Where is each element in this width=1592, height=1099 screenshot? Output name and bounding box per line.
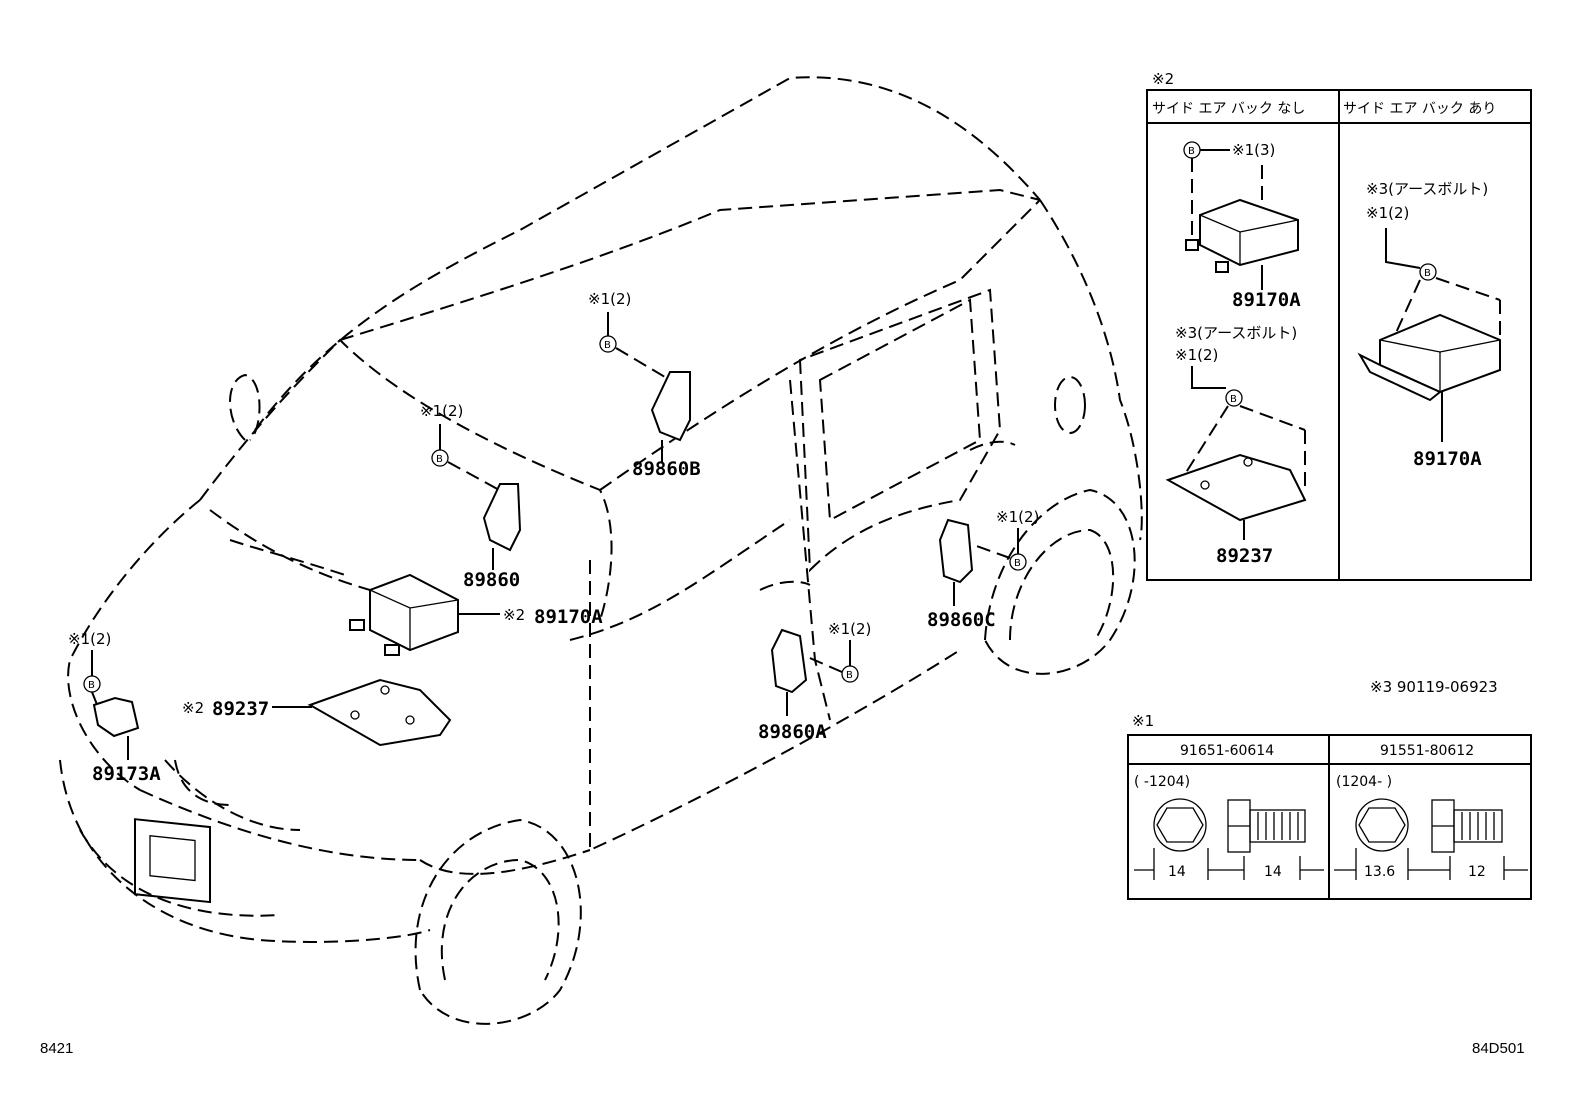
vehicle-outline [59, 76, 1143, 1025]
note-89173a: ※1(2) [68, 630, 111, 648]
inset2-col1-header: サイド エア バック なし [1152, 101, 1305, 117]
inset1-col2-dim-right: 12 [1468, 864, 1486, 880]
bolt-marker: B [436, 454, 443, 465]
part-label-89237: 89237 [212, 698, 269, 720]
part-label-89173a: 89173A [92, 763, 161, 785]
bolt-marker: B [88, 680, 95, 691]
bolt-marker: B [1014, 558, 1021, 569]
note-89860c: ※1(2) [996, 508, 1039, 526]
inset-note2: ※2 サイド エア バック なし サイド エア バック あり B ※1(3) 8… [1146, 70, 1532, 581]
inset1-col1-dim-right: 14 [1264, 864, 1282, 880]
bolt-marker: B [604, 340, 611, 351]
inset1-col2-dim-left: 13.6 [1364, 864, 1395, 880]
inset1-title: ※1 [1132, 712, 1154, 730]
part-label-89860a: 89860A [758, 721, 827, 743]
sensor-89860a: B ※1(2) 89860A [758, 620, 871, 743]
sensor-89860b: B ※1(2) 89860B [588, 290, 701, 480]
inset2-col1-part-bottom: 89237 [1216, 545, 1273, 567]
bolt-marker: B [1424, 268, 1431, 279]
inset2-note-1-3: ※1(3) [1232, 141, 1275, 159]
part-label-89170a: 89170A [534, 606, 603, 628]
note-89860: ※1(2) [420, 402, 463, 420]
inset1-col1-range: ( -1204) [1134, 774, 1190, 790]
note2-89237: ※2 [182, 699, 204, 717]
sensor-89173a: B ※1(2) 89173A [68, 630, 161, 785]
sensor-89860: B ※1(2) 89860 [420, 402, 522, 591]
inset-note1: ※1 91651-60614 91551-80612 ( -1204) (120… [1127, 712, 1532, 900]
note3-part: ※3 90119-06923 [1370, 678, 1498, 696]
inset2-col1-part-top: 89170A [1232, 289, 1301, 311]
note2-89170a: ※2 [503, 606, 525, 624]
note-89860b: ※1(2) [588, 290, 631, 308]
inset1-col1-header: 91651-60614 [1180, 743, 1274, 759]
inset2-col2-header: サイド エア バック あり [1343, 101, 1496, 117]
inset2-col2-part: 89170A [1413, 448, 1482, 470]
inset2-col1-note3: ※3(アースボルト) [1175, 324, 1297, 342]
inset2-col2-note3: ※3(アースボルト) [1366, 180, 1488, 198]
inset1-col2-header: 91551-80612 [1380, 743, 1474, 759]
bolt-marker: B [1188, 146, 1195, 157]
part-label-89860b: 89860B [632, 458, 701, 480]
sensor-89860c: B ※1(2) 89860C [927, 508, 1039, 631]
inset1-col2-range: (1204- ) [1336, 774, 1392, 790]
inset2-col2-note12: ※1(2) [1366, 204, 1409, 222]
note-89860a: ※1(2) [828, 620, 871, 638]
part-label-89860: 89860 [463, 569, 520, 591]
inset1-col1-dim-left: 14 [1168, 864, 1186, 880]
corner-code-left: 8421 [40, 1040, 73, 1057]
ecu-89170a: ※2 89170A [349, 573, 603, 656]
corner-code-right: 84D501 [1472, 1040, 1525, 1057]
part-label-89860c: 89860C [927, 609, 996, 631]
inset2-title: ※2 [1152, 70, 1174, 88]
inset2-col1-note12: ※1(2) [1175, 346, 1218, 364]
bolt-marker: B [1230, 394, 1237, 405]
bolt-marker: B [846, 670, 853, 681]
bracket-89237: ※2 89237 [182, 678, 452, 747]
